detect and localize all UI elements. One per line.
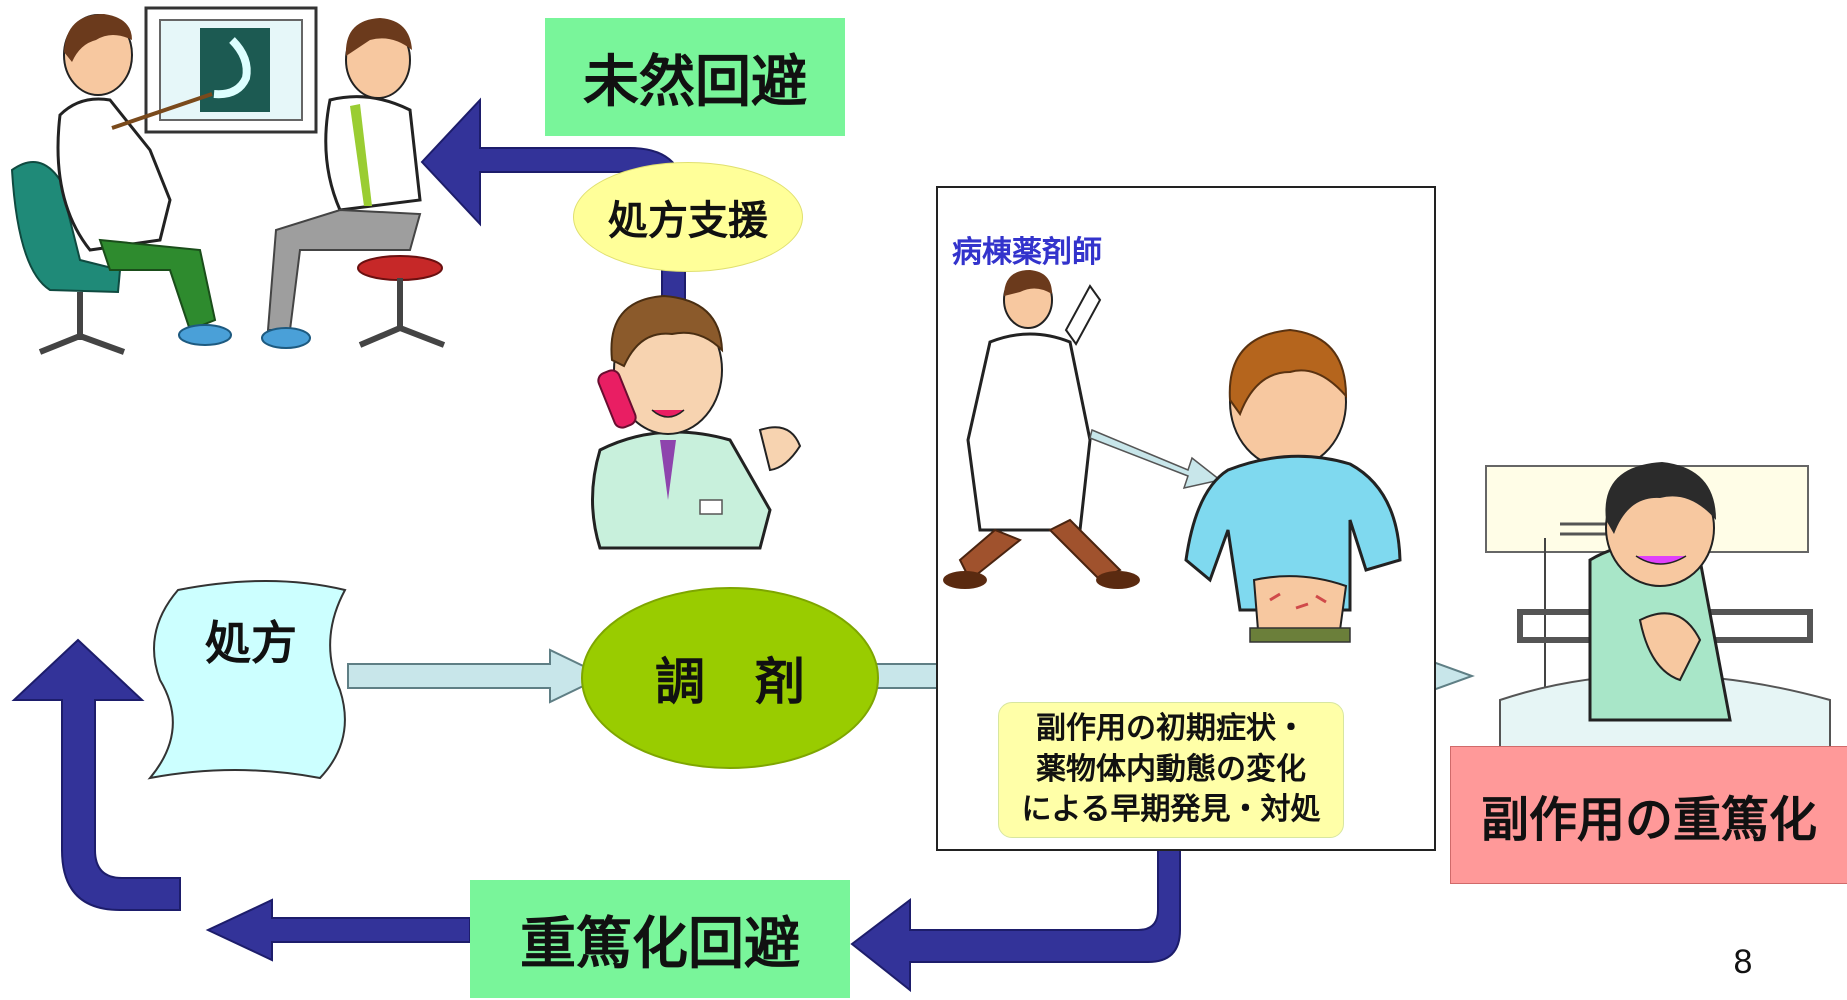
navy-arrow-left (205, 898, 471, 962)
early-detection-line-2: 薬物体内動態の変化 (1036, 751, 1306, 787)
page-number: 8 (1733, 942, 1753, 981)
avoid-before-label: 未然回避 (545, 18, 845, 136)
prescription-label: 処方 (205, 616, 297, 670)
dispensing-ellipse (581, 587, 879, 769)
ward-pharmacist-label: 病棟薬剤師 (952, 235, 1102, 270)
prescription-document (147, 580, 347, 780)
prescription-support-label: 処方支援 (573, 162, 803, 272)
boy-stomach-rash-illustration (1184, 328, 1402, 643)
patient-in-bed-illustration (1485, 462, 1831, 761)
ward-pointer-arrow (1089, 428, 1222, 490)
ward-pharmacist-walking-illustration (943, 270, 1140, 589)
arrow-prescription-to-dispensing (347, 648, 607, 704)
pharmacist-phone-illustration (591, 294, 802, 550)
early-detection-note: 副作用の初期症状・ 薬物体内動態の変化 による早期発見・対処 (998, 702, 1344, 838)
dispensing-label: 調 剤 (655, 653, 805, 711)
navy-arrow-to-avoid-severe (850, 849, 1181, 993)
early-detection-line-3: による早期発見・対処 (1021, 792, 1321, 828)
severe-side-effect-label: 副作用の重篤化 (1450, 746, 1847, 884)
avoid-severe-label: 重篤化回避 (470, 880, 850, 998)
doctor-patient-consultation-illustration (10, 6, 446, 355)
navy-arrow-loop-up (11, 638, 181, 911)
early-detection-line-1: 副作用の初期症状・ (1036, 711, 1306, 747)
